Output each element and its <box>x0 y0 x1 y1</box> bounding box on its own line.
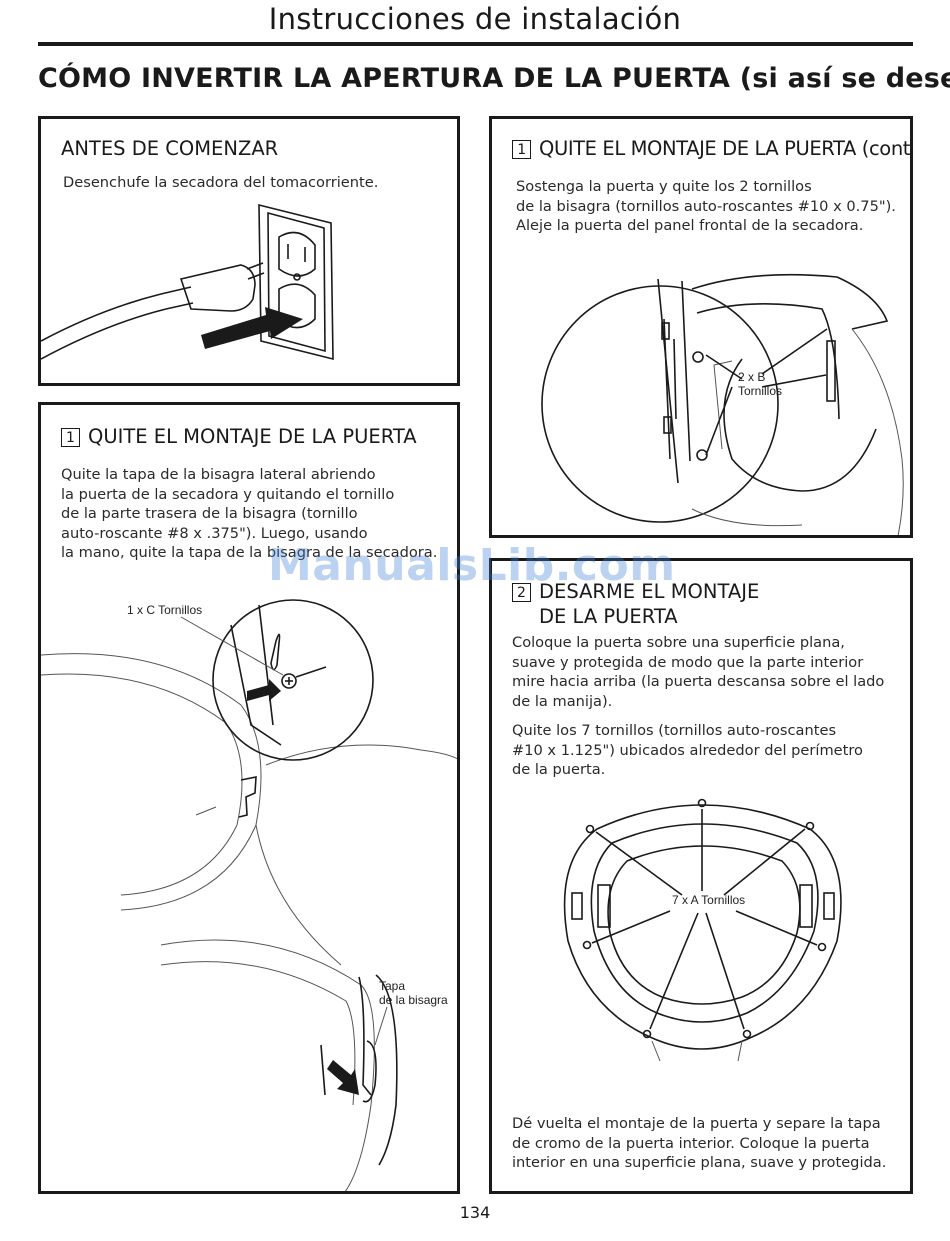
disassemble-door-text-2: Quite los 7 tornillos (tornillos auto-ro… <box>512 722 863 778</box>
section-title: CÓMO INVERTIR LA APERTURA DE LA PUERTA (… <box>38 63 950 94</box>
remove-door-cont-heading: 1 QUITE EL MONTAJE DE LA PUERTA (cont.) <box>512 137 913 160</box>
before-you-begin-heading: ANTES DE COMENZAR <box>61 137 279 160</box>
disassemble-door-panel: 2 DESARME EL MONTAJE DE LA PUERTA Coloque… <box>489 558 913 1194</box>
before-you-begin-panel: ANTES DE COMENZAR Desenchufe la secadora… <box>38 116 460 386</box>
remove-door-panel: 1 QUITE EL MONTAJE DE LA PUERTA Quite la … <box>38 402 460 1194</box>
door-perimeter-screws-illustration <box>563 798 842 1062</box>
screw-a-label: 7 x A Tornillos <box>672 893 746 907</box>
remove-door-cont-panel: 1 QUITE EL MONTAJE DE LA PUERTA (cont.) S… <box>489 116 913 538</box>
page-number: 134 <box>459 1203 491 1222</box>
screw-b-label: 2 x B Tornillos <box>738 370 783 398</box>
step-number-1: 1 <box>61 428 80 447</box>
remove-door-cont-heading-text: QUITE EL MONTAJE DE LA PUERTA (cont.) <box>539 137 913 160</box>
screw-c-label: 1 x C Tornillos <box>127 603 203 617</box>
disassemble-door-heading-line2: DE LA PUERTA <box>539 605 678 628</box>
page-header-title: Instrucciones de instalación <box>268 2 682 36</box>
disassemble-door-text-3: Dé vuelta el montaje de la puerta y sepa… <box>512 1115 887 1171</box>
step-number-1-cont: 1 <box>512 140 531 159</box>
unplug-illustration <box>41 203 334 361</box>
disassemble-door-text-1: Coloque la puerta sobre una superficie p… <box>512 634 885 710</box>
remove-door-cont-text: Sostenga la puerta y quite los 2 tornill… <box>516 178 896 234</box>
before-you-begin-text: Desenchufe la secadora del tomacorriente… <box>63 174 379 191</box>
remove-door-heading: 1 QUITE EL MONTAJE DE LA PUERTA <box>61 425 417 448</box>
header-divider <box>38 42 913 46</box>
remove-door-text: Quite la tapa de la bisagra lateral abri… <box>61 466 438 561</box>
remove-door-heading-text: QUITE EL MONTAJE DE LA PUERTA <box>88 425 417 448</box>
disassemble-door-heading: 2 DESARME EL MONTAJE DE LA PUERTA <box>512 579 759 629</box>
step-number-2: 2 <box>512 583 531 602</box>
disassemble-door-heading-line1: DESARME EL MONTAJE <box>539 580 760 603</box>
door-hinge-screws-illustration <box>541 273 904 535</box>
hinge-cover-illustration <box>41 599 457 1191</box>
